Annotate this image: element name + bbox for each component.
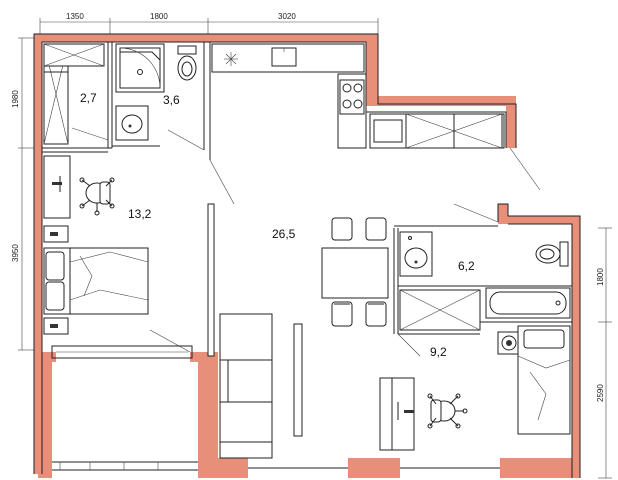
balcony bbox=[51, 345, 198, 471]
room-area-bedroom: 13,2 bbox=[128, 207, 152, 221]
sofa-icon bbox=[219, 313, 273, 459]
bedroom-furniture bbox=[43, 155, 149, 335]
room-area-wardrobe: 2,7 bbox=[80, 91, 97, 105]
walls bbox=[33, 33, 581, 478]
dimension-top-2: 1800 bbox=[150, 12, 168, 21]
office-chair-icon-2 bbox=[427, 393, 468, 429]
living-furniture bbox=[219, 217, 389, 459]
dimension-lines: 1350 1800 3020 1980 3950 1800 2590 bbox=[11, 12, 612, 479]
dimension-right-2: 2590 bbox=[596, 384, 605, 402]
double-bed-icon bbox=[43, 247, 149, 315]
bathtub-icon bbox=[485, 287, 571, 319]
dimension-left-2: 3950 bbox=[11, 244, 20, 262]
bathroom-top-fixtures bbox=[115, 43, 197, 141]
room-area-small-room: 9,2 bbox=[430, 345, 447, 359]
room-labels: 2,7 3,6 13,2 26,5 6,2 9,2 bbox=[80, 91, 475, 359]
dimension-left-1: 1980 bbox=[11, 90, 20, 108]
dimension-top-3: 3020 bbox=[278, 12, 296, 21]
room-area-bathroom-right: 6,2 bbox=[458, 259, 475, 273]
dining-chair-icon bbox=[331, 217, 387, 327]
dimension-top-1: 1350 bbox=[66, 12, 84, 21]
single-bed-icon bbox=[517, 325, 571, 435]
wardrobe-cabinet bbox=[43, 43, 105, 145]
room-area-living: 26,5 bbox=[272, 227, 296, 241]
bathroom-right-fixtures bbox=[399, 231, 571, 331]
dimension-right-1: 1800 bbox=[596, 268, 605, 286]
kitchen-counter bbox=[211, 43, 505, 149]
room-small-furniture bbox=[248, 325, 571, 469]
office-chair-icon bbox=[79, 177, 115, 216]
room-area-bathroom-top: 3,6 bbox=[163, 93, 180, 107]
partitions bbox=[42, 42, 572, 357]
